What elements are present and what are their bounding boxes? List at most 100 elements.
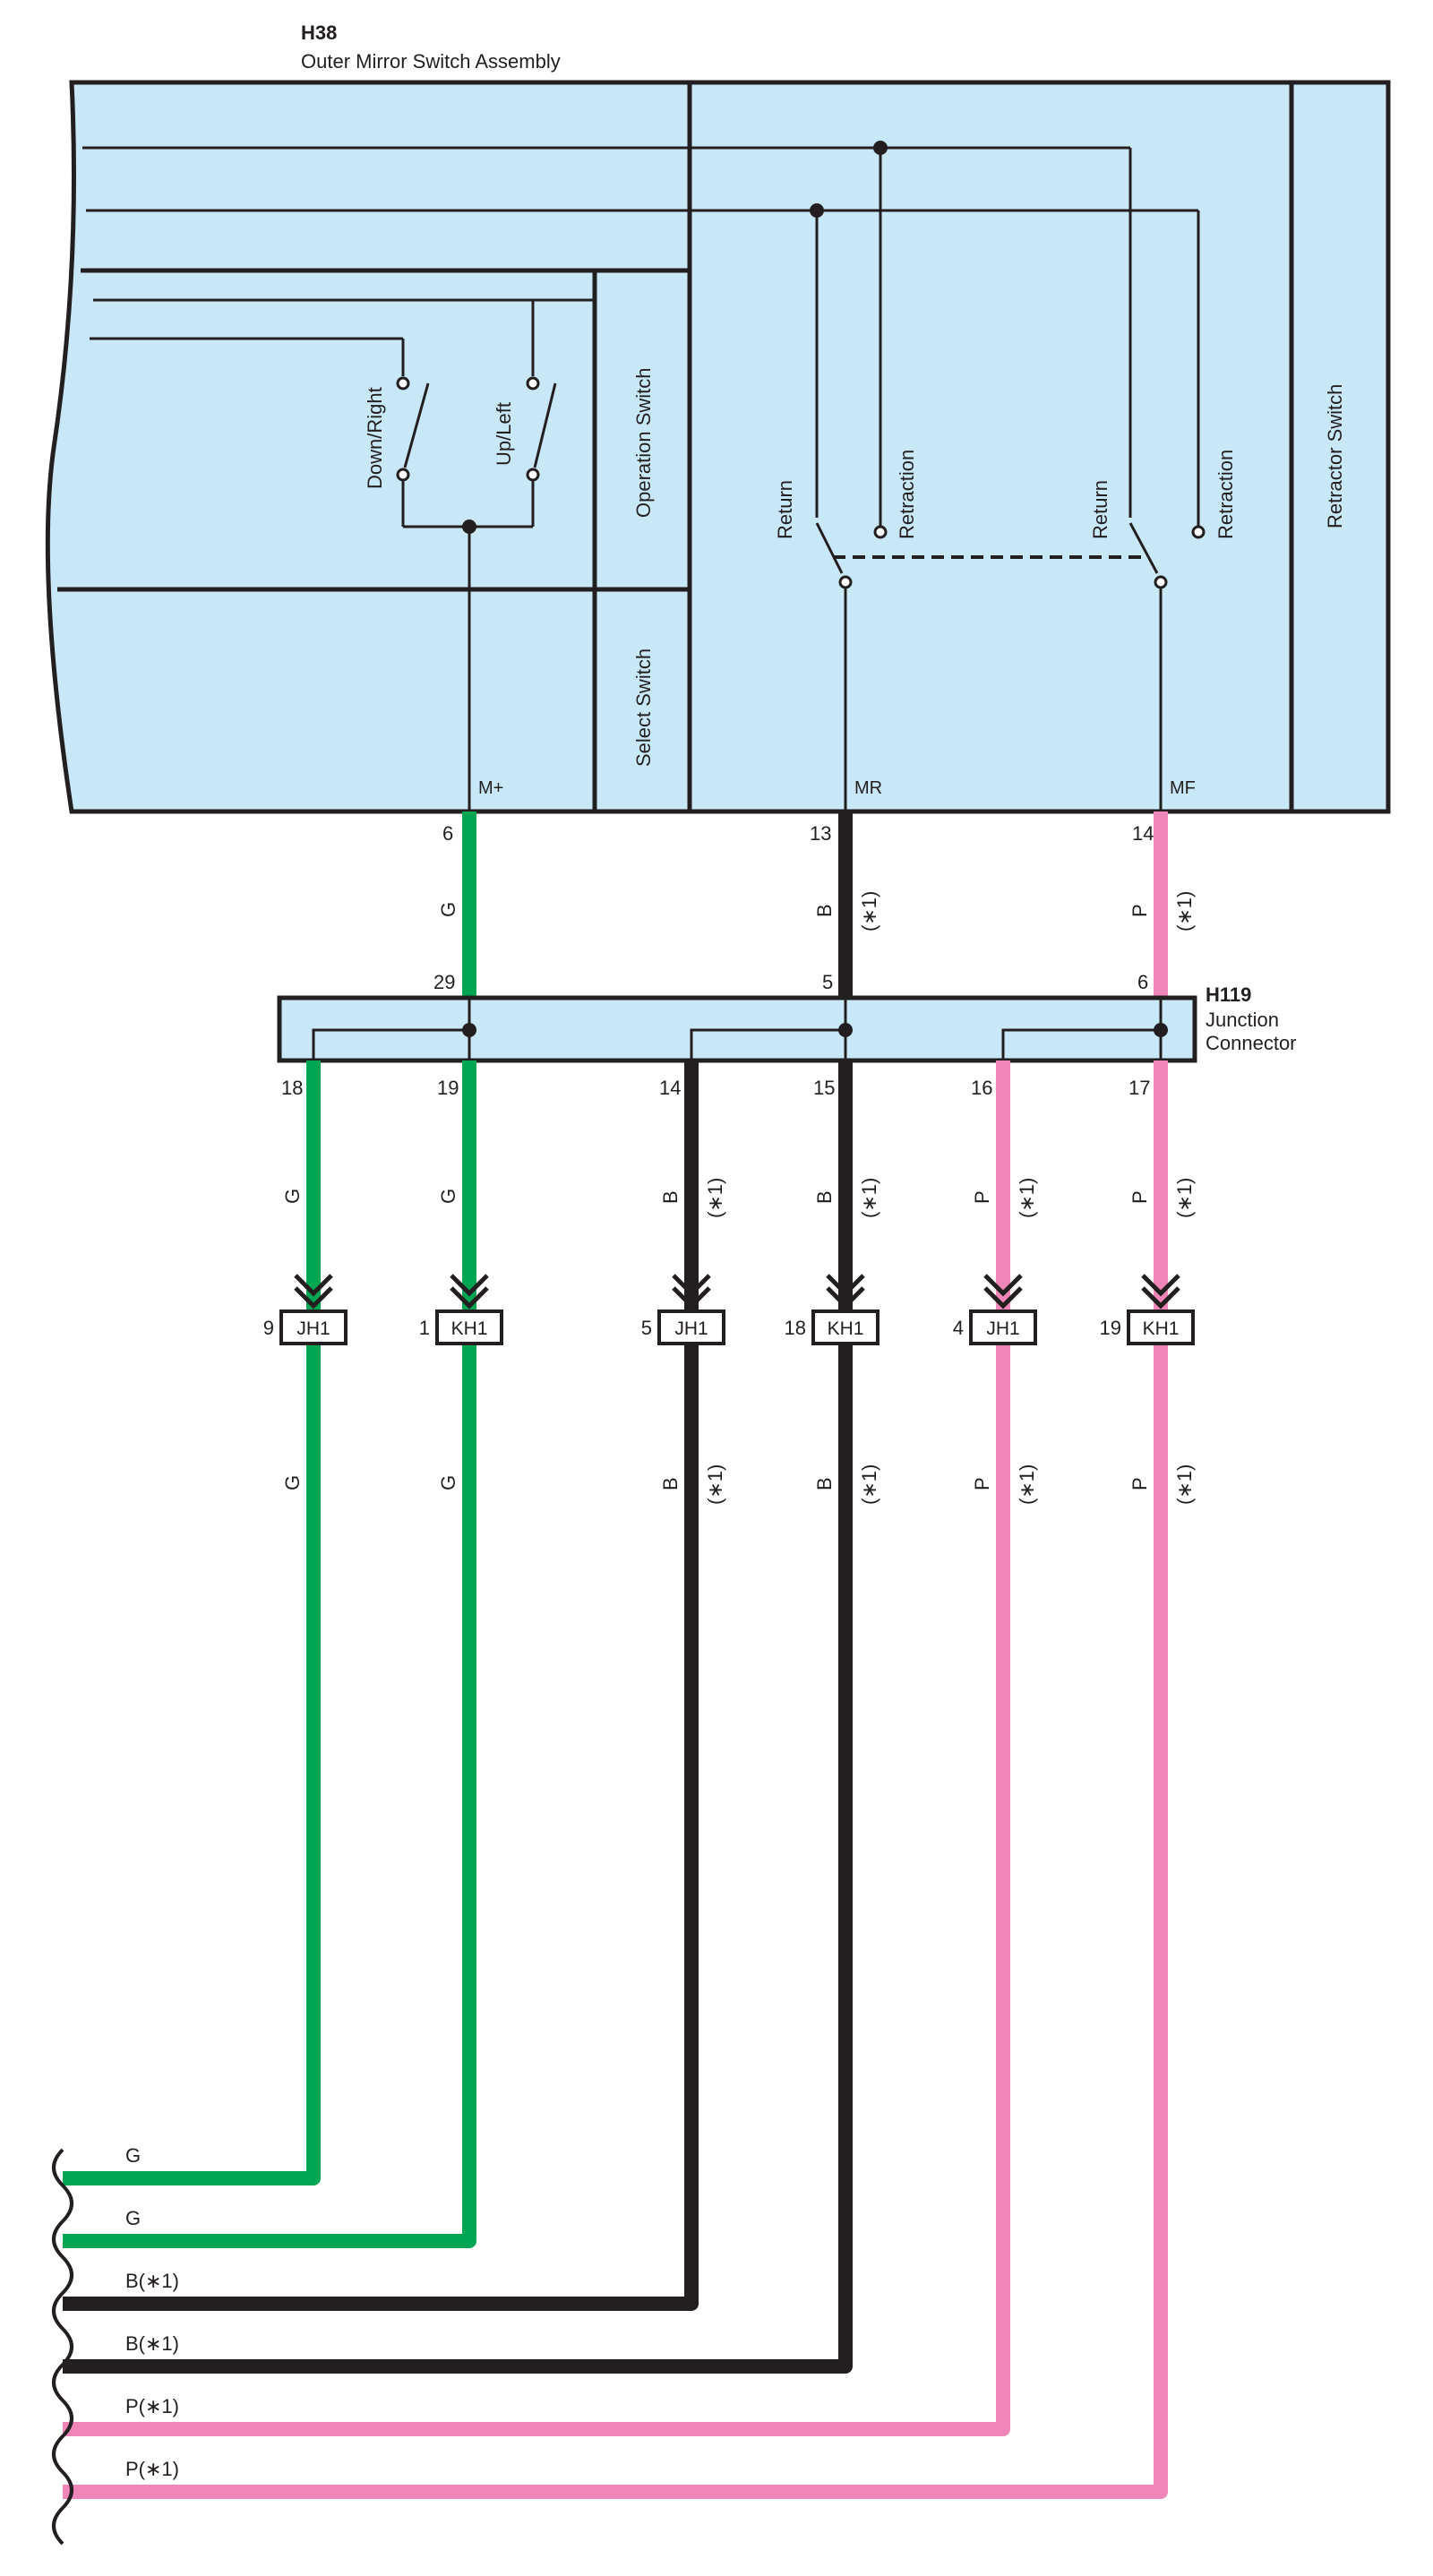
harness-connector-name: KH1 bbox=[451, 1318, 488, 1339]
sw-down-blade bbox=[403, 382, 430, 468]
wire-note-lower: (∗1) bbox=[704, 1464, 726, 1505]
wire-code-lower: P bbox=[1128, 1477, 1151, 1490]
blade-pivot-2 bbox=[1154, 575, 1168, 589]
output-wire-4 bbox=[63, 1060, 853, 2374]
connector-arrow-icon bbox=[294, 1274, 333, 1309]
up-left-label: Up/Left bbox=[493, 402, 515, 466]
wire-code-b: B bbox=[813, 904, 836, 917]
connector-arrow-icon bbox=[450, 1274, 489, 1309]
operation-switch-label: Operation Switch bbox=[632, 367, 655, 518]
harness-connector-name: KH1 bbox=[828, 1318, 864, 1339]
wire-code-upper: G bbox=[281, 1189, 304, 1204]
sw-down-contact-bot bbox=[396, 468, 410, 482]
output-wire-1 bbox=[63, 1060, 321, 2185]
jc-dot-b bbox=[838, 1023, 853, 1037]
wire-note-upper: (∗1) bbox=[1173, 1178, 1196, 1218]
bridge-p bbox=[1001, 1028, 1161, 1060]
harness-connector-box bbox=[1127, 1309, 1195, 1345]
jc-out-pin: 17 bbox=[1128, 1077, 1150, 1099]
harness-connector-box bbox=[279, 1309, 348, 1345]
harness-connector-pin: 5 bbox=[641, 1317, 652, 1339]
harness-connector-pin: 1 bbox=[419, 1317, 430, 1339]
wire-note-p: (∗1) bbox=[1173, 891, 1196, 932]
output-wire-6 bbox=[63, 1060, 1168, 2499]
connector-arrow-icon bbox=[983, 1274, 1023, 1309]
jc-out-pin: 14 bbox=[659, 1077, 681, 1099]
harness-connector-box bbox=[435, 1309, 503, 1345]
harness-connector-name: JH1 bbox=[986, 1318, 1019, 1339]
wire-note-upper: (∗1) bbox=[858, 1178, 880, 1218]
sw-down-contact-top bbox=[396, 376, 410, 391]
blade-1 bbox=[815, 522, 844, 574]
left-wire-label: G bbox=[125, 2144, 141, 2167]
retraction-label-1: Retraction bbox=[896, 450, 918, 539]
harness-connector-box bbox=[969, 1309, 1037, 1345]
left-wire-label: B(∗1) bbox=[125, 2332, 179, 2355]
junction-name-2: Connector bbox=[1206, 1032, 1297, 1054]
jc-pin-29: 29 bbox=[433, 971, 455, 993]
wire-code-lower: P bbox=[971, 1477, 993, 1490]
jc-dot-g bbox=[462, 1023, 476, 1037]
wire-code-upper: P bbox=[1128, 1190, 1151, 1204]
jc-out-pin: 15 bbox=[813, 1077, 835, 1099]
harness-break-mark bbox=[52, 2148, 73, 2546]
bridge-b bbox=[690, 1028, 845, 1060]
harness-connector-pin: 19 bbox=[1100, 1317, 1121, 1339]
down-right-label: Down/Right bbox=[364, 387, 386, 489]
wire-note-lower: (∗1) bbox=[858, 1464, 880, 1505]
wire-code-upper: P bbox=[971, 1190, 993, 1204]
output-wire-3 bbox=[63, 1060, 699, 2311]
harness-connector-pin: 18 bbox=[785, 1317, 806, 1339]
output-wire-5 bbox=[63, 1060, 1010, 2436]
wire-code-lower: G bbox=[281, 1475, 304, 1490]
left-wire-label: G bbox=[125, 2207, 141, 2229]
wire-note-b: (∗1) bbox=[858, 891, 880, 932]
connector-arrow-icon bbox=[672, 1274, 711, 1309]
output-wire-2 bbox=[63, 1060, 476, 2248]
connector-arrow-icon bbox=[1141, 1274, 1180, 1309]
harness-connector-pin: 9 bbox=[263, 1317, 274, 1339]
harness-connector-box bbox=[657, 1309, 725, 1345]
blade-2 bbox=[1128, 522, 1159, 574]
blade-pivot-1 bbox=[838, 575, 853, 589]
retractor-switch-label: Retractor Switch bbox=[1324, 384, 1346, 528]
retraction-label-2: Retraction bbox=[1214, 450, 1237, 539]
pin-13: 13 bbox=[810, 822, 831, 845]
assembly-name: Outer Mirror Switch Assembly bbox=[301, 50, 561, 73]
wire-note-upper: (∗1) bbox=[704, 1178, 726, 1218]
sw-up-contact-top bbox=[526, 376, 540, 391]
junction-name-1: Junction bbox=[1206, 1009, 1279, 1031]
connector-arrow-icon bbox=[826, 1274, 865, 1309]
jc-out-pin: 16 bbox=[971, 1077, 992, 1099]
harness-connector-name: JH1 bbox=[296, 1318, 330, 1339]
wire-code-upper: G bbox=[437, 1189, 459, 1204]
select-switch-label: Select Switch bbox=[632, 648, 655, 767]
harness-connector-name: JH1 bbox=[674, 1318, 708, 1339]
wire-code-lower: B bbox=[659, 1477, 682, 1490]
bridge-g bbox=[312, 1028, 469, 1060]
jc-pin-6: 6 bbox=[1137, 971, 1148, 993]
wire-code-upper: B bbox=[813, 1190, 836, 1204]
return-label-1: Return bbox=[774, 480, 796, 539]
harness-connector-box bbox=[811, 1309, 880, 1345]
wire-code-upper: B bbox=[659, 1190, 682, 1204]
assembly-id: H38 bbox=[301, 21, 337, 44]
wire-code-lower: B bbox=[813, 1477, 836, 1490]
left-wire-label: P(∗1) bbox=[125, 2395, 179, 2417]
pin-6: 6 bbox=[442, 822, 453, 845]
return-label-2: Return bbox=[1089, 480, 1111, 539]
harness-connector-name: KH1 bbox=[1143, 1318, 1180, 1339]
left-wire-label: P(∗1) bbox=[125, 2458, 179, 2480]
retr-contact-2 bbox=[1191, 525, 1206, 539]
wire-note-upper: (∗1) bbox=[1016, 1178, 1038, 1218]
wire-note-lower: (∗1) bbox=[1173, 1464, 1196, 1505]
terminal-mplus: M+ bbox=[478, 778, 503, 798]
retr-contact-1 bbox=[873, 525, 888, 539]
jc-pin-5: 5 bbox=[822, 971, 833, 993]
jc-out-pin: 18 bbox=[281, 1077, 303, 1099]
output-wires: 18GJH19GG19GKH11GG14B(∗1)JH15B(∗1)B(∗1)1… bbox=[63, 1060, 1196, 2499]
junction-id: H119 bbox=[1206, 983, 1251, 1006]
wire-code-lower: G bbox=[437, 1475, 459, 1490]
pin-14: 14 bbox=[1132, 822, 1154, 845]
